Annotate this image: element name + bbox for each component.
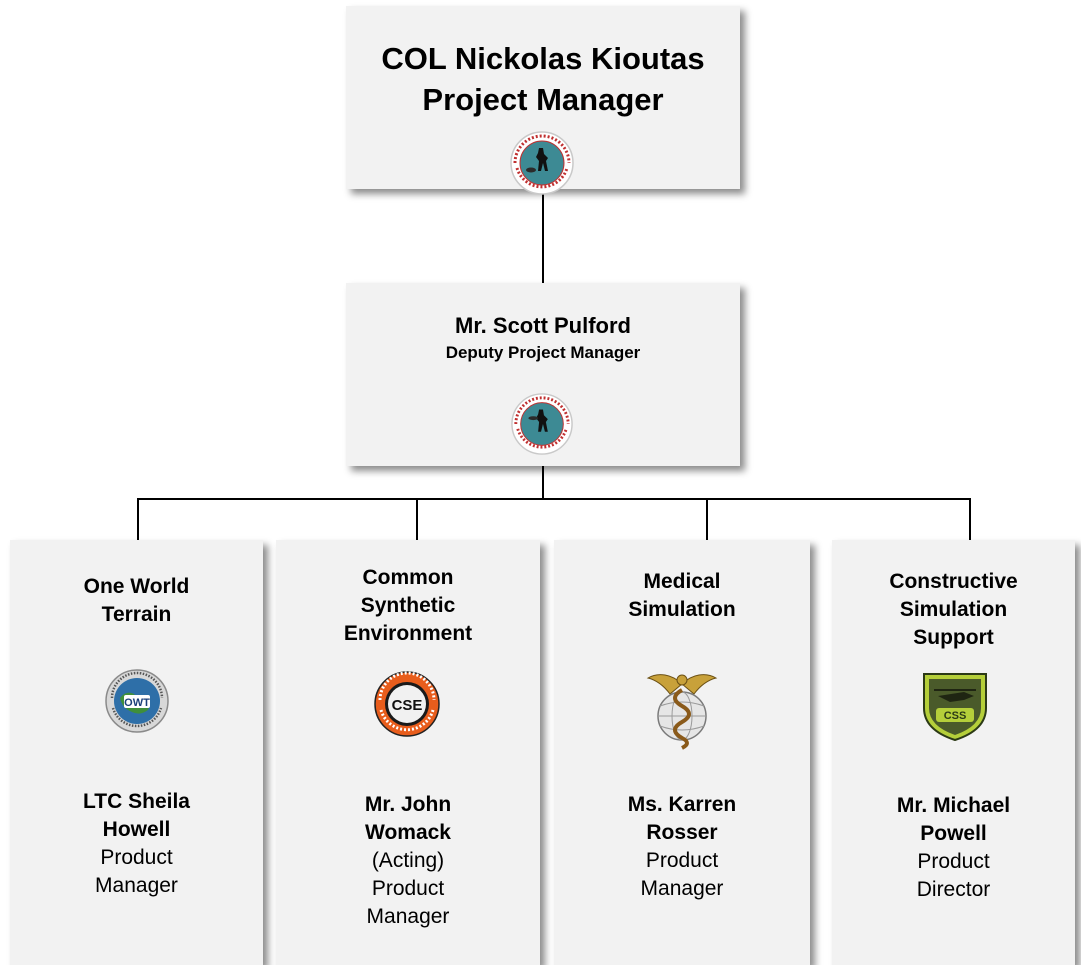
project-manager-box: COL Nickolas Kioutas Project Manager: [346, 6, 740, 195]
project-manager-name: COL Nickolas Kioutas: [381, 41, 705, 76]
connector-deputy-down: [542, 466, 544, 500]
project-manager-title: Project Manager: [422, 82, 664, 117]
card-title-line: Support: [913, 626, 994, 649]
card-name-line: Rosser: [646, 821, 718, 844]
card-one-world-terrain: One World Terrain OWT LTC Sheila Howell …: [10, 540, 263, 965]
card-title-line: Simulation: [899, 598, 1008, 621]
card-name-line: Powell: [920, 822, 987, 845]
card-title-line: One World: [83, 575, 190, 598]
card-title-line: Simulation: [628, 598, 736, 621]
connector-drop-medsim: [706, 498, 708, 540]
medical-simulation-globe-eagle-icon: [646, 674, 718, 750]
pm-synthetic-environment-seal-icon: [511, 393, 573, 455]
common-synthetic-environment-logo-icon: CSE: [374, 671, 440, 737]
card-role-line: Product: [645, 849, 719, 872]
cse-logo-text: CSE: [392, 697, 423, 714]
card-role-line: Product: [371, 877, 445, 900]
connector-horizontal-bus: [137, 498, 970, 500]
card-name-line: LTC Sheila: [83, 790, 190, 813]
card-constructive-simulation-support: Constructive Simulation Support CSS Mr. …: [832, 540, 1075, 965]
deputy-title: Deputy Project Manager: [445, 343, 641, 362]
card-common-synthetic-environment: Common Synthetic Environment CSE Mr. Joh…: [276, 540, 540, 965]
card-title-line: Common: [362, 566, 454, 589]
card-title-line: Synthetic: [360, 594, 456, 617]
connector-drop-owt: [137, 498, 139, 540]
card-name-line: Howell: [102, 818, 171, 841]
card-role-line: Product: [100, 846, 173, 869]
one-world-terrain-logo-icon: OWT: [105, 669, 169, 733]
pm-synthetic-environment-seal-icon: [510, 131, 574, 195]
card-role-line: Manager: [640, 877, 724, 900]
constructive-simulation-support-shield-icon: CSS: [923, 673, 987, 742]
css-logo-text: CSS: [944, 710, 967, 722]
card-role-line: (Acting): [371, 849, 445, 872]
card-role-line: Product: [917, 850, 990, 873]
deputy-project-manager-box: Mr. Scott Pulford Deputy Project Manager: [346, 283, 740, 466]
owt-logo-text: OWT: [124, 697, 150, 709]
card-title-line: Terrain: [101, 603, 172, 626]
deputy-name: Mr. Scott Pulford: [455, 313, 631, 338]
connector-drop-css: [969, 498, 971, 540]
card-role-line: Director: [916, 878, 991, 901]
card-role-line: Manager: [366, 905, 450, 928]
card-role-line: Manager: [95, 874, 178, 897]
card-name-line: Womack: [365, 821, 451, 844]
card-name-line: Mr. Michael: [896, 794, 1011, 817]
card-medical-simulation: Medical Simulation Ms. Karren Rosser Pro…: [554, 540, 810, 965]
card-title-line: Medical: [643, 570, 721, 593]
connector-top-to-deputy: [542, 190, 544, 283]
card-name-line: Ms. Karren: [627, 793, 737, 816]
connector-drop-cse: [416, 498, 418, 540]
card-title-line: Environment: [343, 622, 473, 645]
card-title-line: Constructive: [889, 570, 1018, 593]
card-name-line: Mr. John: [364, 793, 452, 816]
